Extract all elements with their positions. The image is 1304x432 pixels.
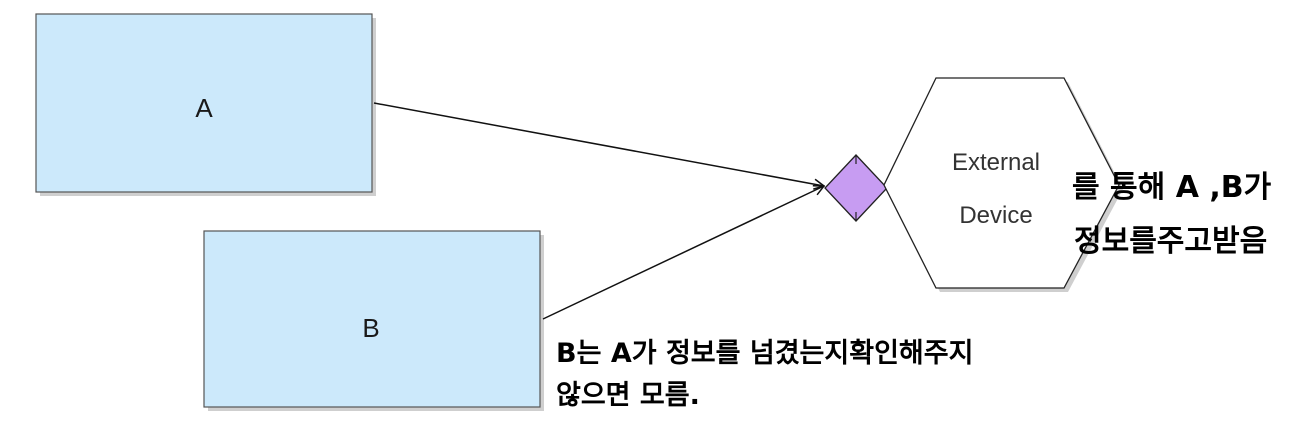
box-a-label: A [195, 93, 213, 123]
box-a[interactable]: A [35, 13, 376, 196]
arrow-a-to-connector [373, 102, 824, 186]
right-annotation-line-1: 를 통해 A ,B가 [1072, 170, 1272, 205]
bottom-annotation-line-2: 않으면 모름. [556, 380, 700, 411]
connector-diamond[interactable] [824, 154, 888, 222]
bottom-annotation-line-1: B는 A가 정보를 넘겼는지확인해주지 [556, 338, 973, 369]
arrow-b-to-connector [542, 186, 824, 320]
external-device-hexagon[interactable]: External Device [883, 77, 1123, 292]
box-b-label: B [362, 313, 379, 343]
right-annotation-line-2: 정보를주고받음 [1074, 224, 1267, 259]
external-device-label-line-1: External [952, 149, 1040, 176]
box-b[interactable]: B [203, 230, 544, 411]
external-device-label-line-2: Device [959, 202, 1032, 229]
